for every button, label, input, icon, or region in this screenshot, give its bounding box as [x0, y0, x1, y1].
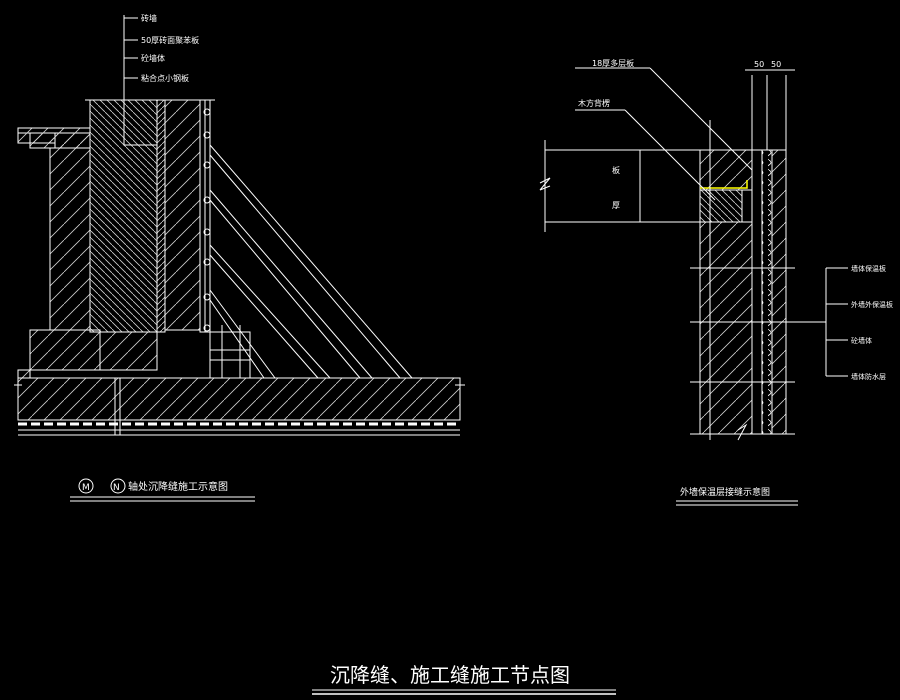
dim-50-right: 50	[771, 60, 781, 69]
label-waterproof-layer: 墙体防水层	[851, 372, 886, 381]
label-slab-a: 板	[612, 165, 620, 175]
right-detail-caption: 外墙保温层接缝示意图	[680, 486, 770, 498]
left-detail-caption: 轴处沉降缝施工示意图	[128, 480, 228, 493]
right-detail	[539, 67, 848, 506]
label-slab-b: 厚	[612, 201, 620, 210]
left-wall	[18, 132, 91, 331]
floor-slab	[17, 377, 461, 421]
axis-bubble-n: N	[113, 483, 120, 493]
label-steel-plate: 粘合点小钢板	[141, 73, 189, 83]
left-detail	[14, 15, 465, 502]
dim-50-left: 50	[754, 60, 764, 69]
roof-slab	[544, 149, 641, 223]
right-wall	[164, 99, 201, 331]
insulation-layer	[771, 149, 787, 435]
bolt-column	[203, 108, 211, 332]
formwork-board	[700, 180, 748, 189]
sheet-title: 沉降缝、施工缝施工节点图	[330, 663, 570, 687]
axis-bubble-m: M	[82, 483, 90, 493]
label-external-insulation: 外墙外保温板	[851, 300, 893, 309]
label-insulation-board: 50厚砖面聚苯板	[141, 35, 199, 45]
label-concrete-wall: 砼墙体	[141, 53, 165, 63]
label-wall-insulation: 墙体保温板	[851, 264, 886, 273]
label-concrete-wall-right: 砼墙体	[851, 336, 872, 345]
label-brick-wall: 砖墙	[141, 13, 157, 23]
timber-block	[699, 189, 743, 223]
support-frame	[209, 331, 251, 379]
insulation-board	[156, 99, 166, 333]
label-timber-backing: 木方背楞	[578, 98, 610, 108]
label-plywood: 18厚多层板	[592, 58, 634, 68]
